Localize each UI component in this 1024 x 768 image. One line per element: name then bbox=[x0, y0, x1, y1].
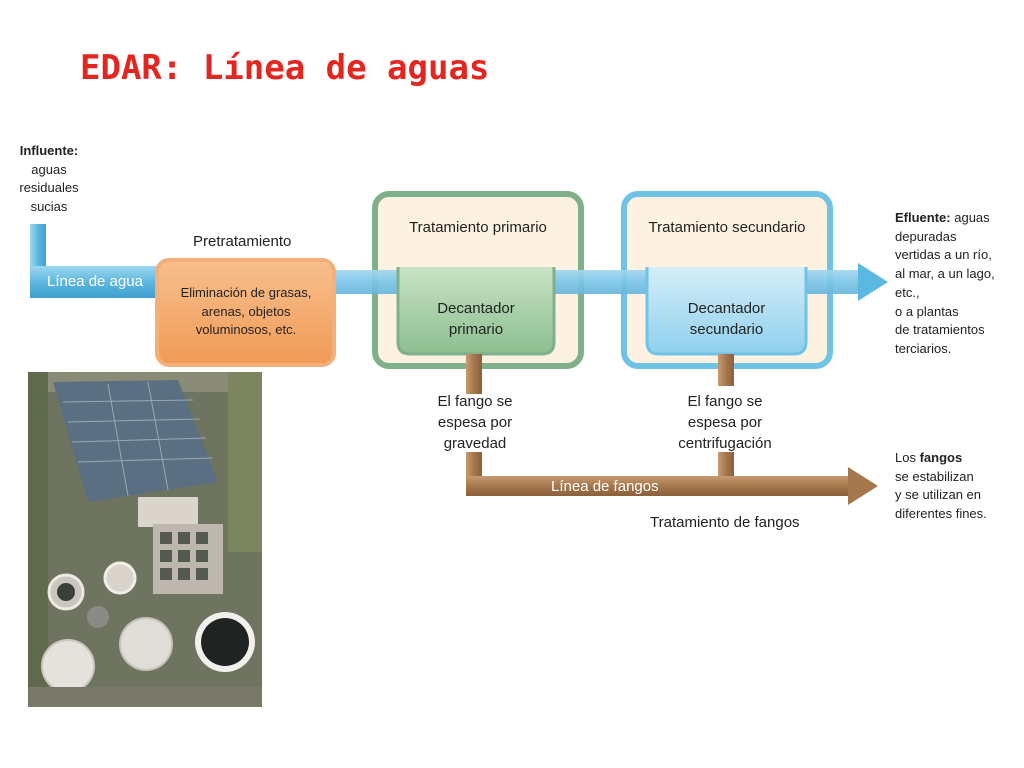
secondary-tank-line: secundario bbox=[689, 321, 764, 338]
pretreatment-heading: Pretratamiento bbox=[193, 233, 292, 250]
effluent-line: vertidas a un río, bbox=[895, 247, 992, 263]
secondary-sludge-line: centrifugación bbox=[678, 435, 772, 452]
effluent-line: de tratamientos bbox=[895, 322, 985, 338]
primary-sludge-line: espesa por bbox=[437, 414, 513, 431]
effluent-line: al mar, a un lago, bbox=[895, 266, 995, 282]
pretreatment-text: Eliminación de grasas, arenas, objetos v… bbox=[162, 284, 330, 340]
secondary-heading: Tratamiento secundario bbox=[648, 219, 806, 236]
primary-sludge-line: El fango se bbox=[437, 393, 513, 410]
primary-tank-label: Decantador primario bbox=[400, 298, 552, 340]
pretreatment-line: voluminosos, etc. bbox=[195, 322, 297, 338]
sludge-arrow bbox=[848, 467, 878, 505]
effluent-line: etc., bbox=[895, 284, 920, 300]
sludge-treatment-heading: Tratamiento de fangos bbox=[650, 514, 800, 531]
sludge-note-line: y se utilizan en bbox=[895, 487, 981, 503]
pretreatment-line: arenas, objetos bbox=[201, 303, 291, 319]
treatment-plant-photo bbox=[28, 372, 262, 707]
effluent-note: Efluente: aguas depuradas vertidas a un … bbox=[895, 209, 1020, 359]
sludge-note-bold: fangos bbox=[919, 450, 963, 465]
sludge-line-label: Línea de fangos bbox=[551, 478, 659, 495]
secondary-sludge-line: El fango se bbox=[687, 393, 763, 410]
effluent-first-rest: aguas bbox=[950, 210, 990, 225]
influent-pipe bbox=[30, 224, 170, 298]
primary-sludge-note: El fango se espesa por gravedad bbox=[410, 391, 540, 454]
pretreatment-box bbox=[155, 258, 336, 367]
sludge-note-first: Los bbox=[895, 450, 920, 465]
influent-title: Influente: bbox=[19, 143, 79, 158]
sludge-note-first-line: Los fangos bbox=[895, 449, 1020, 468]
primary-tank-line: Decantador bbox=[437, 300, 515, 317]
primary-tank-line: primario bbox=[448, 321, 504, 338]
influent-line: residuales bbox=[19, 180, 79, 196]
sludge-note-line: se estabilizan bbox=[895, 468, 974, 484]
secondary-sludge-note: El fango se espesa por centrifugación bbox=[655, 391, 795, 454]
effluent-first-line: Efluente: aguas bbox=[895, 209, 1020, 228]
effluent-line: depuradas bbox=[895, 228, 957, 244]
pretreatment-line: Eliminación de grasas, bbox=[180, 285, 312, 300]
sludge-note-line: diferentes fines. bbox=[895, 506, 987, 522]
effluent-title: Efluente: bbox=[895, 210, 951, 225]
secondary-sludge-line: espesa por bbox=[687, 414, 763, 431]
sludge-note: Los fangos se estabilizan y se utilizan … bbox=[895, 449, 1020, 524]
effluent-arrow bbox=[858, 263, 888, 301]
effluent-line: terciarios. bbox=[895, 340, 952, 356]
secondary-tank-line: Decantador bbox=[687, 300, 766, 317]
primary-heading: Tratamiento primario bbox=[409, 219, 547, 236]
effluent-line: o a plantas bbox=[895, 303, 959, 319]
page-title: EDAR: Línea de aguas bbox=[80, 48, 490, 88]
water-line-label: Línea de agua bbox=[47, 273, 143, 290]
influent-line: sucias bbox=[30, 199, 68, 215]
secondary-tank-label: Decantador secundario bbox=[649, 298, 804, 340]
sludge-pipes bbox=[466, 354, 878, 505]
influent-line: aguas bbox=[31, 161, 67, 177]
influent-label: Influente: aguas residuales sucias bbox=[10, 142, 88, 217]
primary-sludge-line: gravedad bbox=[443, 435, 507, 452]
